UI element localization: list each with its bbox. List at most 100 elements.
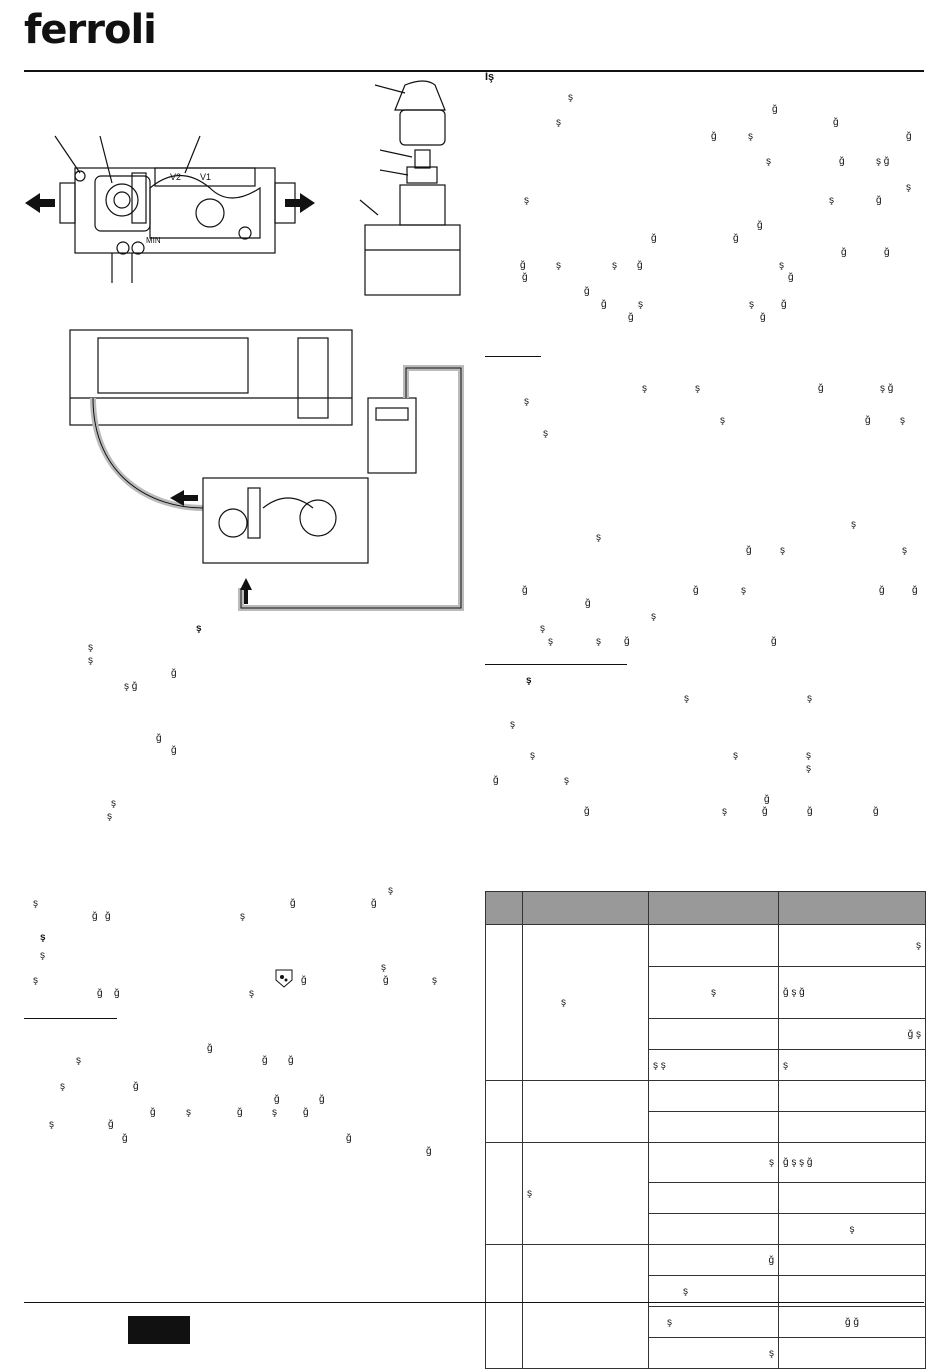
text-glyph: ğ: [651, 233, 657, 244]
fault-table: ş ş ş ğ ş ğ ğ ş ş ş ş ş ş: [485, 891, 926, 1369]
text-glyph: ğ: [771, 636, 777, 647]
text-glyph: ş: [612, 260, 617, 271]
text-glyph: ş: [779, 260, 784, 271]
table-cell-cause: [648, 924, 779, 967]
text-glyph: ğ: [884, 247, 890, 258]
text-glyph: ğ: [865, 415, 871, 426]
text-glyph: ğ: [207, 1043, 213, 1054]
text-glyph: ğ: [114, 988, 120, 999]
text-glyph: ş: [564, 775, 569, 786]
text-glyph: ğ: [818, 383, 824, 394]
text-glyph: ş: [807, 693, 812, 704]
text-glyph: ş: [722, 806, 727, 817]
text-glyph: ğ: [301, 975, 307, 986]
text-glyph: ş: [111, 798, 116, 809]
text-glyph: ş: [741, 585, 746, 596]
text-glyph: ş: [780, 545, 785, 556]
text-glyph: ğ: [371, 898, 377, 909]
text-glyph: ş: [33, 975, 38, 986]
subheading-rule: [24, 1018, 117, 1019]
text-glyph: ş: [186, 1107, 191, 1118]
table-cell-code: [485, 924, 523, 1081]
table-cell-code: [485, 1142, 523, 1245]
text-glyph: ş: [60, 1081, 65, 1092]
text-glyph: ğ: [150, 1107, 156, 1118]
text-glyph: ğ: [841, 247, 847, 258]
text-glyph: ğ: [171, 745, 177, 756]
text-glyph: ğ: [274, 1094, 280, 1105]
text-glyph: ğ: [711, 131, 717, 142]
text-glyph: ğ: [92, 911, 98, 922]
table-cell-cause: ş: [648, 1337, 779, 1369]
text-glyph: ş: [524, 195, 529, 206]
table-row: ş ğ ş ğ: [486, 966, 926, 1019]
table-header-cell: [648, 891, 779, 925]
table-cell-solution: ğ ş: [778, 1018, 926, 1050]
text-glyph: ğ: [833, 117, 839, 128]
text-glyph: ğ: [171, 668, 177, 679]
table-cell-cause: [648, 1018, 779, 1050]
table-row: [486, 1111, 926, 1143]
table-cell-solution: [778, 1080, 926, 1112]
text-glyph: ş: [829, 195, 834, 206]
text-glyph: ş: [196, 623, 202, 634]
text-glyph: ş ğ: [124, 681, 138, 692]
text-glyph: ş: [510, 719, 515, 730]
table-cell-cause: [648, 1213, 779, 1245]
text-glyph: ş ğ: [876, 156, 890, 167]
text-glyph: ş: [596, 532, 601, 543]
table-cell-fault: ş: [522, 1142, 649, 1245]
table-row: ğ ş: [486, 1018, 926, 1050]
table-cell-cause: ğ: [648, 1244, 779, 1276]
text-glyph: ğ: [346, 1133, 352, 1144]
text-glyph: ğ: [760, 312, 766, 323]
text-glyph: ğ: [879, 585, 885, 596]
table-row: ğ: [485, 1244, 926, 1369]
text-glyph: ğ: [237, 1107, 243, 1118]
table-cell-cause: ş ş: [648, 1049, 779, 1081]
text-glyph: ş: [568, 92, 573, 103]
text-glyph: ğ: [319, 1094, 325, 1105]
text-glyph: ğ: [105, 911, 111, 922]
text-glyph: ğ: [522, 272, 528, 283]
table-cell-solution: [778, 1111, 926, 1143]
text-glyph: ş: [40, 950, 45, 961]
text-glyph: ş: [33, 898, 38, 909]
text-glyph: ş: [88, 642, 93, 653]
valve-label-min: MIN: [146, 236, 161, 245]
table-cell-solution: [778, 1337, 926, 1369]
text-glyph: ğ: [426, 1146, 432, 1157]
text-glyph: ş: [906, 182, 911, 193]
text-glyph: ş: [638, 299, 643, 310]
text-glyph: ş: [432, 975, 437, 986]
table-cell-solution: [778, 1244, 926, 1276]
reset-symbol-icon: [275, 969, 293, 988]
text-glyph: ş: [526, 675, 532, 686]
text-glyph: ğ: [628, 312, 634, 323]
text-glyph: ş: [49, 1119, 54, 1130]
text-glyph: ğ: [133, 1081, 139, 1092]
table-cell-fault: [522, 1080, 649, 1143]
table-header-row: [485, 891, 926, 925]
text-glyph: ş: [684, 693, 689, 704]
table-row: ş ğ ğ: [486, 1306, 926, 1338]
text-glyph: ş: [720, 415, 725, 426]
table-cell-cause: [648, 1111, 779, 1143]
text-glyph: ğ: [624, 636, 630, 647]
text-glyph: ş: [107, 811, 112, 822]
text-glyph: ş: [540, 623, 545, 634]
text-glyph: ş ğ: [880, 383, 894, 394]
text-glyph: ğ: [906, 131, 912, 142]
valve-label-v2: V2: [170, 172, 181, 182]
text-glyph: ş: [556, 260, 561, 271]
text-glyph: ğ: [912, 585, 918, 596]
text-glyph: ş: [733, 750, 738, 761]
table-row: [485, 1080, 926, 1143]
text-glyph: ğ: [693, 585, 699, 596]
text-glyph: ğ: [637, 260, 643, 271]
text-glyph: ğ: [584, 806, 590, 817]
text-glyph: ş: [76, 1055, 81, 1066]
table-cell-solution: ş: [778, 924, 926, 967]
text-glyph: ğ: [807, 806, 813, 817]
text-glyph: ş: [530, 750, 535, 761]
